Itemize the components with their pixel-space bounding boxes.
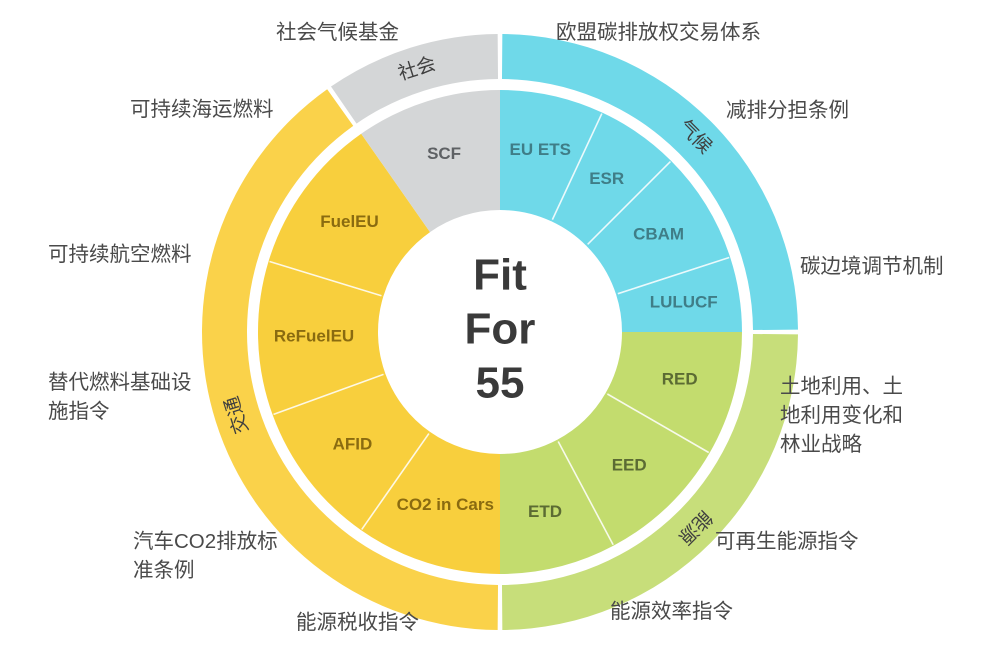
outer-ring-segment-transport[interactable] <box>202 89 499 630</box>
segment-label-lulucf: LULUCF <box>650 292 718 311</box>
divider-after-cbam <box>617 256 730 295</box>
segment-label-afid: AFID <box>333 435 373 454</box>
inner-ring-segment-afid[interactable] <box>272 373 431 531</box>
segment-labels: EU ETS ESR CBAM LULUCF RED EED ETD CO2 in Cars A… <box>274 140 718 521</box>
note-sustainable-aviation-fuels: 可持续航空燃料 <box>48 243 192 266</box>
note-sustainable-maritime-fuels: 可持续海运燃料 <box>130 98 274 121</box>
segment-label-eed: EED <box>612 455 647 474</box>
outer-ring-segment-energy[interactable] <box>501 333 798 630</box>
inner-ring-segment-cbam[interactable] <box>586 160 731 295</box>
segment-label-refueleu: ReFuelEU <box>274 326 354 345</box>
note-car-co2-standards: 汽车CO2排放标 准条例 <box>133 530 278 583</box>
outer-ring <box>202 34 798 630</box>
inner-ring-segment-red[interactable] <box>605 332 742 453</box>
inner-ring-segment-etd[interactable] <box>500 439 614 574</box>
segment-label-red: RED <box>662 370 698 389</box>
segment-label-fueleu: FuelEU <box>320 212 379 231</box>
divider-after-refueleu <box>269 260 382 297</box>
segment-label-etd: ETD <box>528 502 562 521</box>
inner-ring-segment-fueleu[interactable] <box>268 133 431 297</box>
inner-ring-segment-scf[interactable] <box>361 90 500 233</box>
note-energy-taxation-directive: 能源税收指令 <box>296 611 419 634</box>
outer-ring-segment-climate[interactable] <box>501 34 798 331</box>
inner-ring-segment-eu-ets[interactable] <box>500 90 603 222</box>
center-title-line-1: Fit <box>473 251 527 300</box>
divider-after-red <box>606 393 710 454</box>
note-energy-efficiency-directive: 能源效率指令 <box>610 600 733 623</box>
note-renewable-energy-directive: 可再生能源指令 <box>715 530 859 553</box>
segment-dividers <box>269 113 730 546</box>
inner-ring-segment-refueleu[interactable] <box>257 261 386 415</box>
note-effort-sharing-regulation: 减排分担条例 <box>726 99 849 122</box>
divider-after-eed <box>557 441 614 546</box>
outer-ring-segment-social[interactable] <box>330 34 499 124</box>
segment-label-co2-in-cars: CO2 in Cars <box>397 495 494 514</box>
note-cbam: 碳边境调节机制 <box>800 255 944 278</box>
center-title-line-3: 55 <box>476 359 525 408</box>
divider-after-eu-ets <box>551 113 603 220</box>
note-alternative-fuels-infrastructure: 替代燃料基础设 施指令 <box>48 371 192 424</box>
inner-ring-segment-co2-in-cars[interactable] <box>361 431 500 574</box>
note-lulucf: 土地利用、土 地利用变化和 林业战略 <box>780 375 903 457</box>
segment-label-eu-ets: EU ETS <box>510 140 571 159</box>
segment-label-esr: ESR <box>589 169 624 188</box>
note-eu-ets: 欧盟碳排放权交易体系 <box>556 21 761 44</box>
divider-after-esr <box>587 161 671 245</box>
divider-after-afid <box>273 373 384 416</box>
segment-label-scf: SCF <box>427 144 461 163</box>
note-social-climate-fund: 社会气候基金 <box>276 21 399 44</box>
center-title-line-2: For <box>465 305 536 354</box>
inner-ring-segment-esr[interactable] <box>551 112 672 246</box>
divider-after-co2-in-cars <box>361 433 430 530</box>
inner-ring-segment-lulucf[interactable] <box>616 257 742 332</box>
center-hole <box>379 211 621 453</box>
segment-label-cbam: CBAM <box>633 224 684 243</box>
